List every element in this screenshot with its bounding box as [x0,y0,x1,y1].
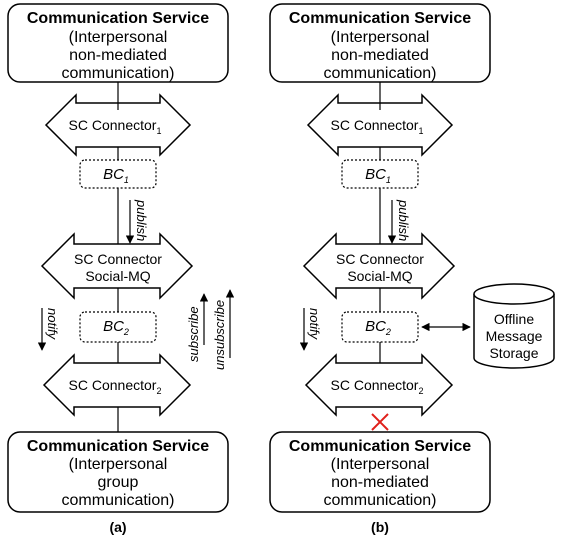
service-line: communication) [324,492,437,509]
offline-message-storage: Offline Message Storage [473,283,555,369]
service-line: (Interpersonal [69,29,168,46]
service-title: Communication Service [289,10,471,27]
panel-a-notify: notify [37,308,60,351]
service-line: non-mediated [69,47,167,64]
panel-b: Communication Service (Interpersonal non… [269,3,555,535]
service-title: Communication Service [27,10,209,27]
panel-b-bc1: BC1 [341,159,419,189]
disconnected-cross-icon [371,413,389,431]
bc-label: BC1 [365,166,391,185]
bc-label: BC2 [365,318,391,337]
service-line: group [98,474,139,491]
panel-a-bc1: BC1 [79,159,157,189]
storage-label: Message [486,328,543,344]
panel-a-caption: (a) [109,519,126,535]
subscribe-label: subscribe [186,306,201,362]
bc-label: BC2 [103,318,129,337]
panel-b-sc-connector-1: SC Connector1 [306,93,454,157]
panel-a-publish: publish [125,199,149,244]
panel-b-sc-connector-2: SC Connector2 [304,353,454,417]
connector-label: SC Connector1 [331,117,424,136]
storage-label: Storage [489,345,538,361]
connector-label: Social-MQ [85,268,150,284]
connector-label: SC Connector [336,251,424,267]
connector-label: SC Connector2 [69,377,162,396]
panel-a-sc-connector-1: SC Connector1 [44,93,192,157]
bc-label: BC1 [103,166,129,185]
service-line: communication) [62,65,175,82]
panel-b-bottom-service: Communication Service (Interpersonal non… [269,431,491,513]
service-line: (Interpersonal [69,456,168,473]
publish-label: publish [134,199,149,241]
service-line: (Interpersonal [331,456,430,473]
panel-b-caption: (b) [371,519,389,535]
panel-a-sc-connector-2: SC Connector2 [42,353,192,417]
publish-label: publish [396,199,411,241]
panel-b-publish: publish [387,199,411,244]
service-line: communication) [62,492,175,509]
service-title: Communication Service [27,438,209,455]
panel-a-subscribe: subscribe [186,293,209,362]
panel-a-sc-connector-social: SC Connector Social-MQ [40,232,194,300]
panel-b-notify: notify [299,308,322,351]
unsubscribe-label: unsubscribe [212,300,227,370]
storage-label: Offline [494,311,534,327]
panel-b-top-service: Communication Service (Interpersonal non… [269,3,491,83]
service-line: non-mediated [331,474,429,491]
service-line: (Interpersonal [331,29,430,46]
connector-label: SC Connector1 [69,117,162,136]
panel-a: Communication Service (Interpersonal non… [7,3,235,535]
panel-a-bc2: BC2 [79,311,157,343]
service-title: Communication Service [289,438,471,455]
connector-label: SC Connector [74,251,162,267]
panel-a-top-service: Communication Service (Interpersonal non… [7,3,229,83]
panel-b-bc2: BC2 [341,311,419,343]
connector-label: SC Connector2 [331,377,424,396]
panel-a-bottom-service: Communication Service (Interpersonal gro… [7,431,229,513]
service-line: non-mediated [331,47,429,64]
connector-label: Social-MQ [347,268,412,284]
notify-label: notify [45,308,60,341]
panel-a-unsubscribe: unsubscribe [212,289,235,370]
service-line: communication) [324,65,437,82]
notify-label: notify [307,308,322,341]
panel-b-sc-connector-social: SC Connector Social-MQ [302,232,456,300]
